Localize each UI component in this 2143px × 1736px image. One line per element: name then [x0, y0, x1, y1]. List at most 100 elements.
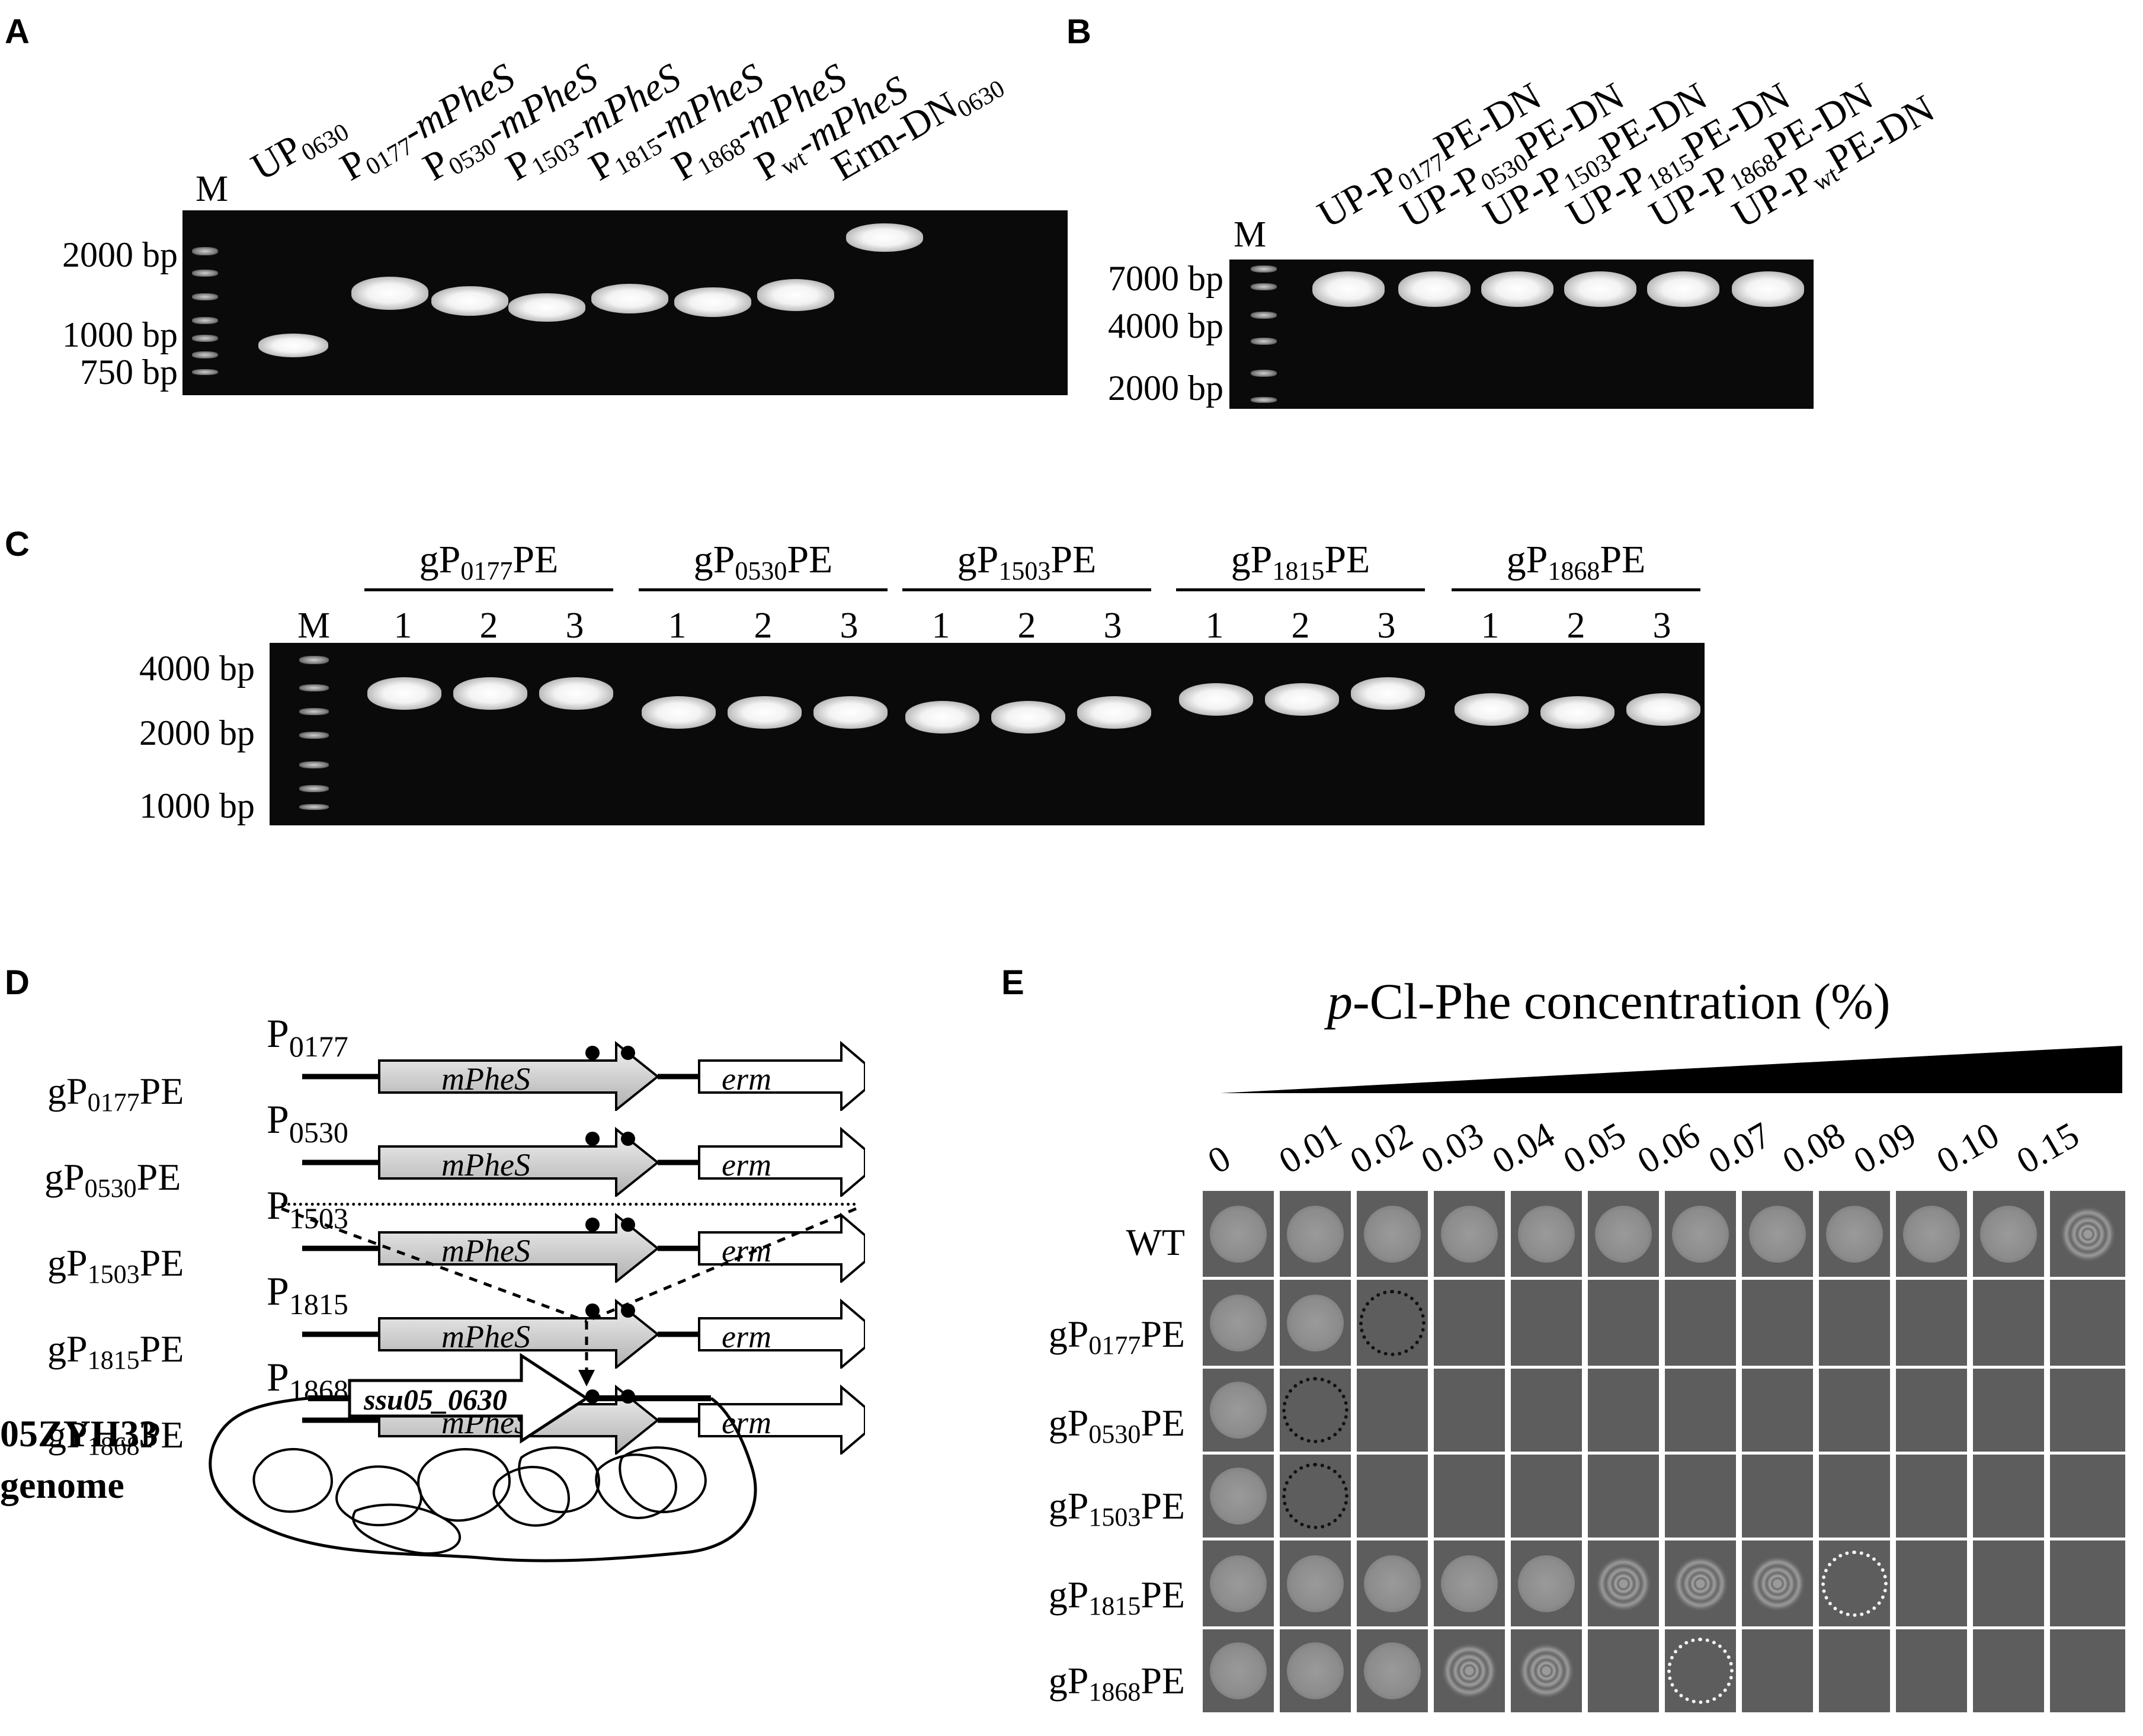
plate-cell	[1742, 1369, 1813, 1452]
panel-c-band	[813, 696, 888, 729]
concentration-label: 0.10	[1930, 1114, 2006, 1182]
panel-c-group-line	[639, 588, 888, 591]
panel-c-group-label: gP1815PE	[1176, 540, 1425, 584]
concentration-label: 0.07	[1702, 1114, 1778, 1182]
construct-promoter-label: P0177	[267, 1013, 348, 1061]
construct-gene-arrows	[302, 1040, 865, 1111]
plate-cell	[1973, 1540, 2044, 1626]
construct-gene-arrows	[302, 1384, 865, 1455]
plate-cell	[1742, 1280, 1813, 1366]
group-post: PE	[1050, 538, 1097, 581]
panel-label-c: C	[5, 525, 30, 563]
strain-row-label: gP0177PE	[978, 1315, 1185, 1359]
construct-gene-name: mPheS	[441, 1147, 530, 1183]
panel-c-ladder-2000: 2000 bp	[139, 713, 255, 752]
plate-cell	[1588, 1280, 1659, 1366]
panel-c-lane-number: 2	[1567, 606, 1585, 646]
panel-label-d: D	[5, 963, 30, 1002]
plate-cell	[1511, 1455, 1582, 1538]
growth-spot	[1364, 1205, 1421, 1263]
strain-sub: 1815	[87, 1346, 140, 1375]
growth-spot	[1980, 1205, 2037, 1263]
group-pre: gP	[419, 538, 461, 581]
group-pre: gP	[957, 538, 999, 581]
panel-e-title: p-Cl-Phe concentration (%)	[1327, 972, 1890, 1031]
construct-marker-name: erm	[722, 1233, 771, 1269]
concentration-label: 0.02	[1343, 1114, 1420, 1182]
plate-cell	[1973, 1280, 2044, 1366]
construct-strain-label: gP1503PE	[47, 1244, 184, 1287]
panel-a-marker-label: M	[196, 169, 229, 209]
panel-c-band	[453, 677, 527, 710]
row-post: PE	[1141, 1485, 1185, 1527]
genome-label-strain: 05ZYH33	[0, 1412, 158, 1455]
panel-c-lane-number: 3	[840, 606, 859, 646]
panel-c-band	[1540, 696, 1615, 729]
growth-spot	[1210, 1382, 1267, 1439]
growth-spot	[1210, 1294, 1267, 1351]
panel-c-band	[905, 701, 979, 734]
growth-spot	[1287, 1642, 1344, 1699]
construct-strain-label: gP0177PE	[47, 1072, 184, 1116]
promoter-sub: 0530	[289, 1116, 348, 1149]
strain-post: PE	[139, 1414, 184, 1456]
panel-c-marker-label: M	[297, 606, 331, 646]
panel-c-gel	[270, 643, 1705, 825]
growth-spot	[1518, 1555, 1575, 1612]
group-pre: gP	[1506, 538, 1548, 581]
growth-spot	[1287, 1205, 1344, 1263]
growth-spot	[1287, 1294, 1344, 1351]
panel-c-group-label: gP1503PE	[902, 540, 1151, 584]
panel-c-ladder-1000: 1000 bp	[139, 786, 255, 825]
panel-b-ladder-2000: 2000 bp	[1108, 369, 1223, 408]
plate-cell	[1896, 1540, 1967, 1626]
panel-b-marker-label: M	[1234, 214, 1267, 255]
group-sub: 1868	[1548, 556, 1600, 585]
group-sub: 0530	[735, 556, 787, 585]
row-pre: gP	[1048, 1660, 1089, 1702]
plate-cell	[1896, 1280, 1967, 1366]
construct-gene-arrows	[302, 1212, 865, 1283]
panel-label-e: E	[1001, 963, 1024, 1002]
construct-gene-name: mPheS	[441, 1061, 530, 1097]
panel-c-lane-number: 1	[1481, 606, 1500, 646]
plate-cell	[1665, 1369, 1736, 1452]
spot-assay-plate	[1203, 1191, 2125, 1712]
concentration-label: 0.15	[2010, 1114, 2086, 1182]
inhibition-ring	[1667, 1638, 1734, 1704]
concentration-label: 0.06	[1631, 1114, 1707, 1182]
panel-label-a: A	[5, 12, 30, 51]
panel-label-b: B	[1066, 12, 1091, 51]
construct-dotted-line	[281, 1203, 856, 1206]
panel-c-lane-number: 1	[1205, 606, 1224, 646]
panel-c-group-line	[364, 588, 613, 591]
plate-cell	[1357, 1455, 1428, 1538]
panel-b-ladder-4000: 4000 bp	[1108, 306, 1223, 345]
group-pre: gP	[1231, 538, 1273, 581]
strain-sub: 0530	[84, 1174, 137, 1203]
panel-c-lane-number: 2	[1291, 606, 1310, 646]
growth-spot	[1903, 1205, 1960, 1263]
panel-c-lane-number: 2	[1017, 606, 1036, 646]
construct-strain-label: gP1868PE	[47, 1416, 184, 1459]
group-sub: 0177	[460, 556, 513, 585]
panel-e-title-italic: p	[1327, 973, 1353, 1030]
plate-cell	[1665, 1455, 1736, 1538]
plate-cell	[1819, 1280, 1890, 1366]
panel-c-band	[1351, 677, 1425, 710]
panel-c-lane-number: 3	[1377, 606, 1396, 646]
construct-promoter-label: P1503	[267, 1185, 348, 1233]
row-pre: gP	[1048, 1313, 1089, 1355]
plate-cell	[1588, 1629, 1659, 1712]
strain-pre: gP	[47, 1328, 88, 1370]
panel-a-ladder-750: 750 bp	[80, 353, 178, 392]
panel-e-title-rest: -Cl-Phe concentration (%)	[1353, 973, 1891, 1030]
panel-c-lane-number: 1	[393, 606, 412, 646]
construct-marker-name: erm	[722, 1061, 771, 1097]
concentration-gradient-wedge	[1221, 1046, 2122, 1093]
colony-spot	[2060, 1206, 2115, 1261]
row-post: PE	[1141, 1402, 1185, 1444]
strain-sub: 0177	[87, 1088, 140, 1117]
group-post: PE	[1324, 538, 1370, 581]
lane-pre: UP-P	[1311, 156, 1406, 237]
